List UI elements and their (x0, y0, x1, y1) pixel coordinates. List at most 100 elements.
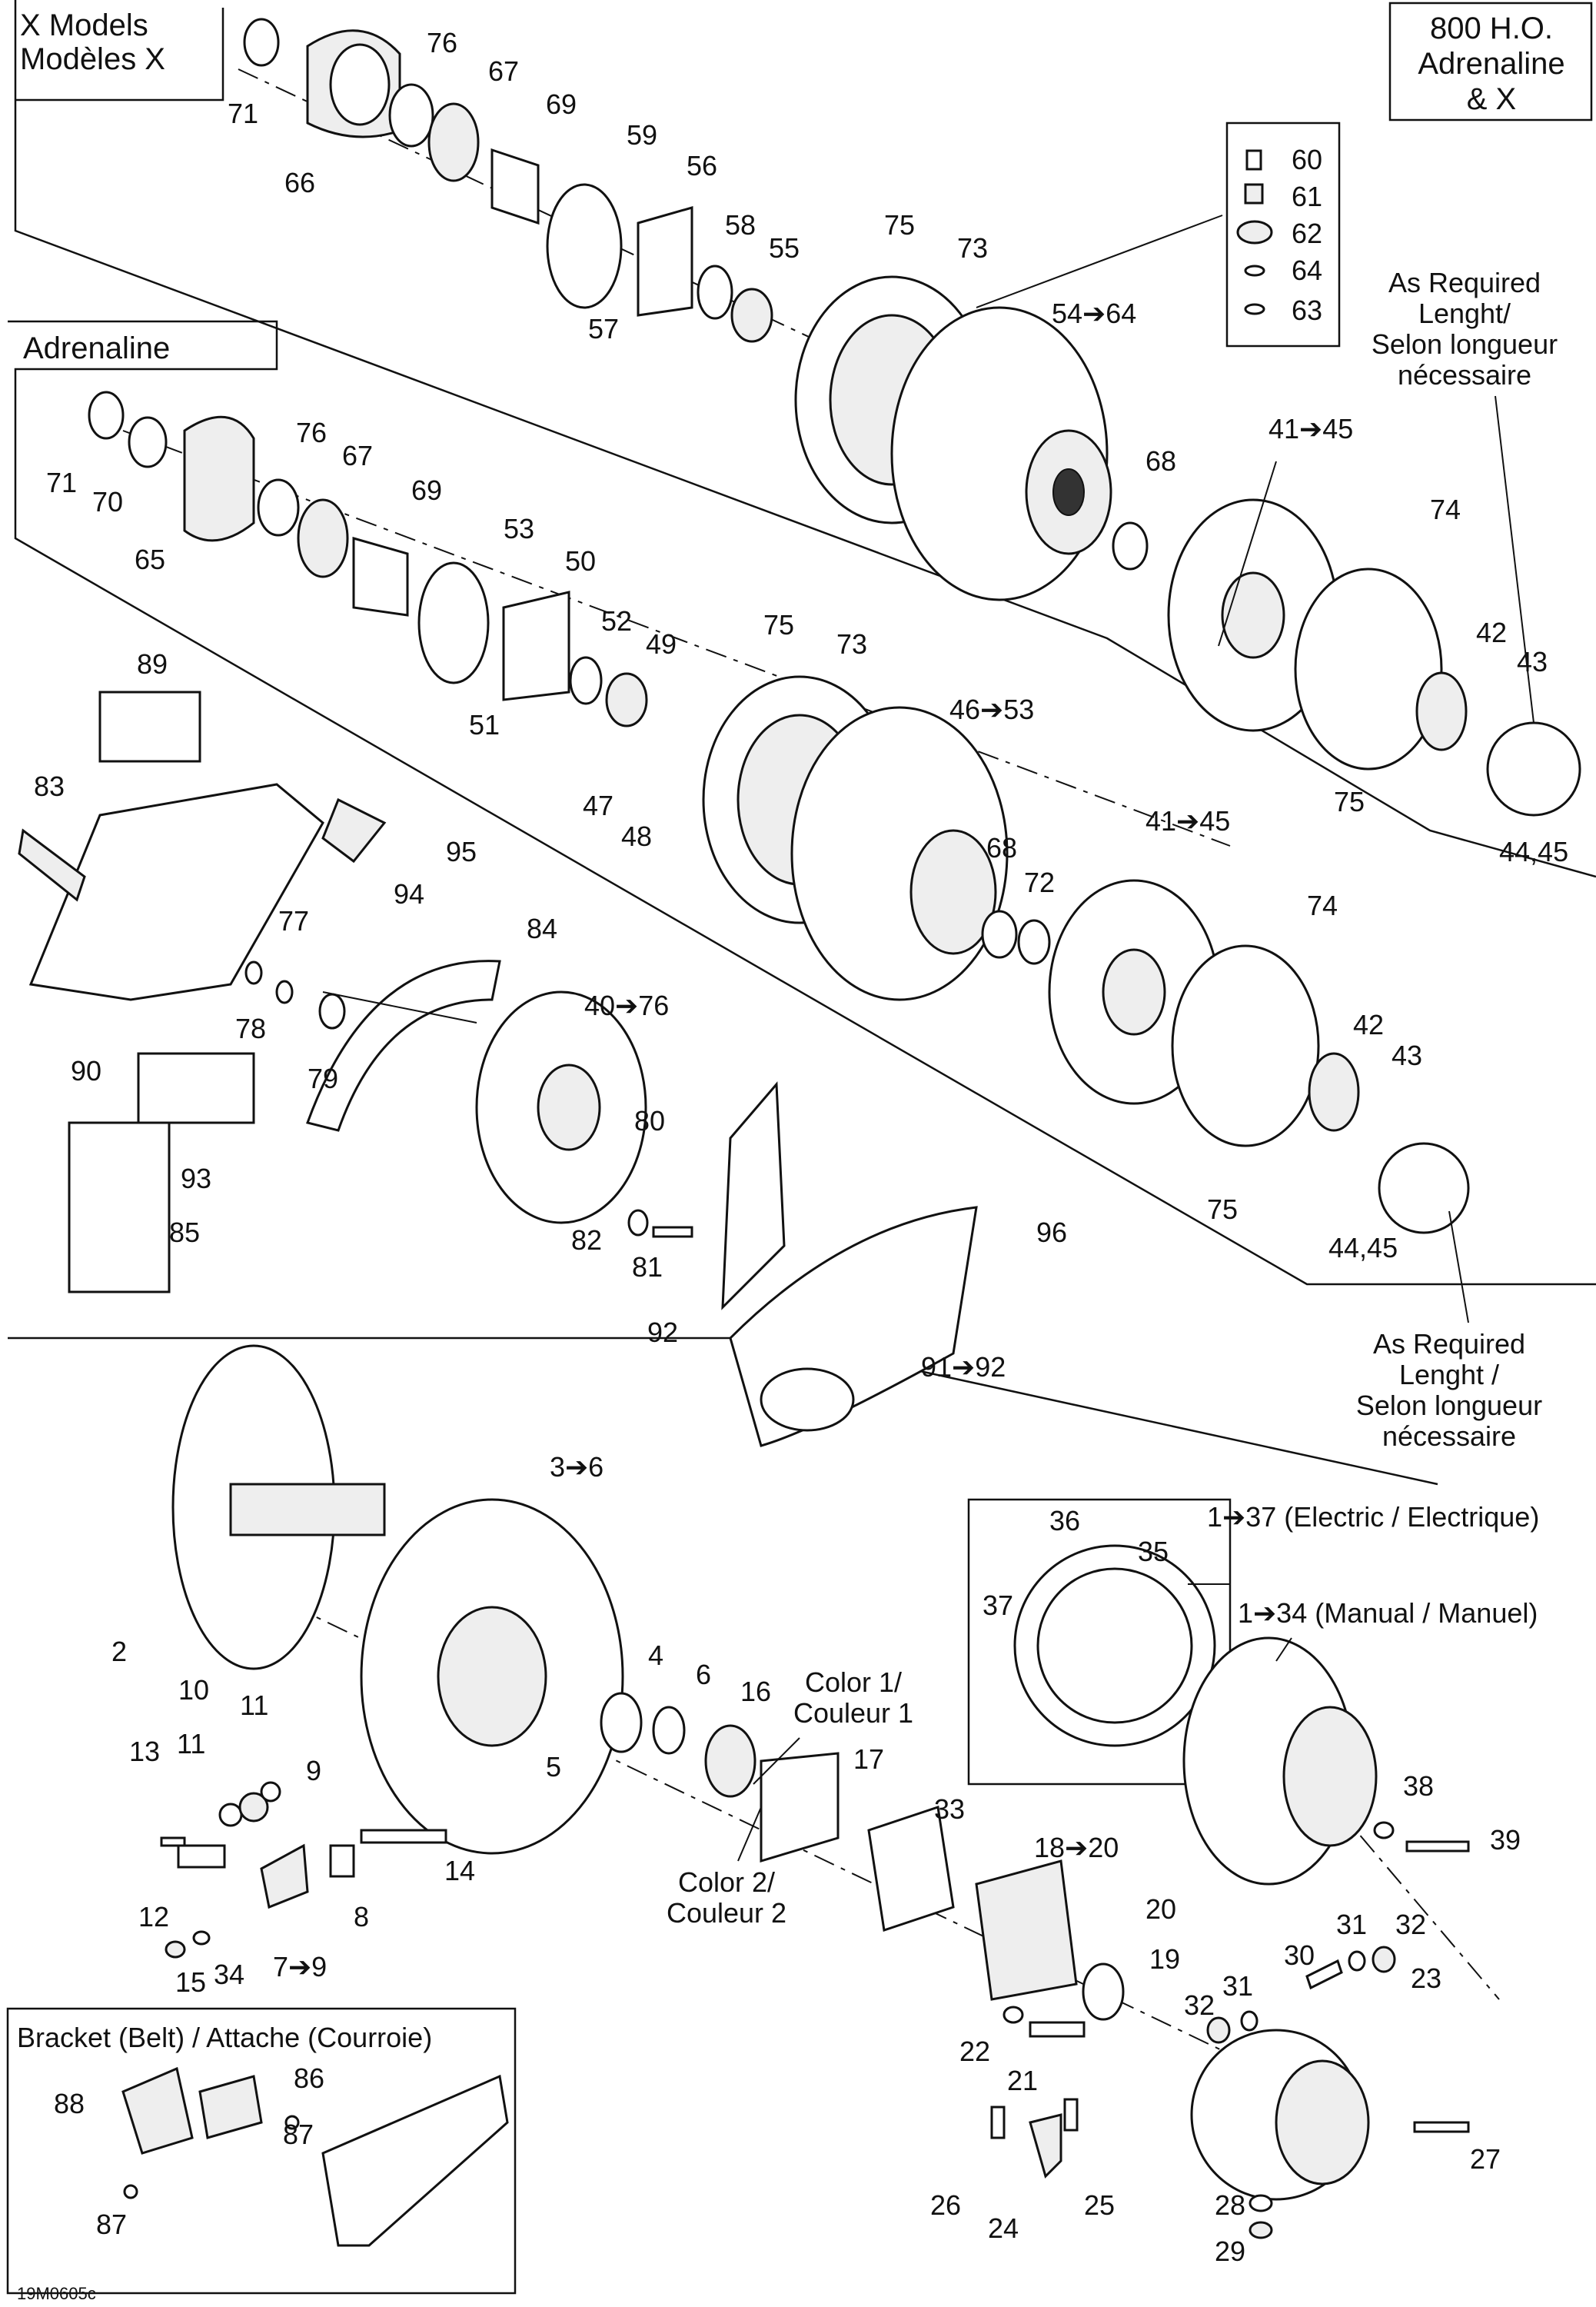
callout: 10 (178, 1674, 209, 1706)
callout: 89 (137, 648, 168, 680)
callout: 52 (601, 605, 632, 637)
callout: 3➔6 (550, 1451, 603, 1483)
callout: 86 (294, 2062, 324, 2094)
decal-85 (68, 1121, 171, 1293)
bushing-55 (730, 288, 773, 343)
x-models-drive-pulley (243, 18, 1112, 601)
clip-86 (198, 2075, 263, 2139)
note-line: nécessaire (1382, 1420, 1516, 1452)
callout: 79 (308, 1063, 338, 1094)
housing-23-face (1275, 2059, 1370, 2185)
model-line-3: & X (1467, 82, 1516, 116)
bushing-49 (605, 672, 648, 727)
callout: 31 (1222, 1970, 1253, 2002)
callout: 73 (836, 628, 867, 660)
nut-29 (1249, 2221, 1273, 2239)
callout: 22 (959, 2036, 990, 2067)
callout: 75 (884, 209, 915, 241)
callout: 8 (354, 1901, 369, 1932)
movable-hub-3 (437, 1606, 547, 1747)
callout: 69 (546, 88, 577, 120)
driven-hub-40 (537, 1064, 601, 1151)
bushing-8 (329, 1844, 355, 1878)
cover-74b (1171, 944, 1320, 1147)
note-line: Lenght/ (1418, 298, 1511, 329)
callout: 35 (1138, 1536, 1169, 1567)
bracket-88 (121, 2066, 194, 2155)
callout: 6 (696, 1659, 711, 1690)
callout: 50 (565, 545, 596, 577)
callout: 59 (627, 119, 657, 151)
callout: 81 (632, 1251, 663, 1283)
washer-79 (318, 993, 346, 1030)
callout: 80 (634, 1105, 665, 1137)
pin-12 (177, 1844, 226, 1869)
hub-46 (909, 829, 997, 955)
callout: 69 (411, 474, 442, 506)
callout: 64 (1292, 255, 1322, 286)
callout: 14 (444, 1855, 475, 1886)
x-models-frame (14, 0, 1596, 878)
callout: 55 (769, 232, 800, 264)
callout: 56 (687, 150, 717, 181)
washer-77 (244, 960, 263, 985)
decal-89 (98, 691, 201, 763)
washer-63 (1244, 303, 1265, 315)
callout: 32 (1184, 1989, 1215, 2021)
callout: 70 (92, 486, 123, 518)
callout: 90 (71, 1055, 101, 1087)
governor-18 (975, 1859, 1078, 2001)
nut-15 (165, 1940, 186, 1959)
callout: 53 (504, 513, 534, 544)
callout: 61 (1292, 181, 1322, 212)
spring-69b (352, 537, 409, 617)
sleeve-50 (502, 591, 570, 701)
heading-x-models: X Models (20, 8, 148, 42)
ring-59 (546, 183, 623, 309)
callout: 7➔9 (273, 1951, 327, 1982)
decal-93 (137, 1052, 255, 1124)
screw-26 (990, 2106, 1006, 2139)
callout: 51 (469, 709, 500, 741)
callout: 87 (283, 2119, 314, 2150)
bolt-60 (1245, 149, 1262, 171)
belt-84 (306, 960, 501, 1132)
callout: 44,45 (1328, 1232, 1398, 1263)
color1-line: Couleur 1 (793, 1697, 913, 1729)
drawing-code: 19M0605c (17, 2284, 96, 2303)
pin-13 (160, 1836, 186, 1847)
spider-65 (183, 415, 255, 542)
snap-ring-71b (88, 391, 125, 440)
guard-and-belt (18, 691, 978, 1447)
callout: 83 (34, 771, 65, 802)
callout: 31 (1336, 1909, 1367, 1940)
color2-line: Color 2/ (678, 1866, 775, 1898)
callout: 96 (1036, 1217, 1067, 1248)
callout: 17 (853, 1743, 884, 1775)
callout: 9 (306, 1755, 321, 1786)
roller-10 (238, 1792, 269, 1823)
callout: 21 (1007, 2065, 1038, 2096)
note-line: As Required (1388, 267, 1541, 298)
washer-38 (1373, 1821, 1395, 1839)
washer-31b (1348, 1950, 1366, 1972)
as-required-note-1: As Required Lenght/ Selon longueur néces… (1372, 267, 1558, 391)
callout: 58 (725, 209, 756, 241)
spider-bore (329, 43, 391, 126)
note-line: Selon longueur (1356, 1390, 1542, 1421)
section-frames (6, 0, 1596, 2295)
callout: 68 (986, 832, 1017, 864)
washer-22 (1002, 2006, 1024, 2024)
callout: 76 (296, 417, 327, 448)
callout: 54➔64 (1052, 298, 1136, 329)
washer-28 (1249, 2194, 1273, 2212)
callout: 73 (957, 232, 988, 264)
callout: 57 (588, 313, 619, 345)
heading-adrenaline: Adrenaline (23, 331, 170, 365)
callout: 87 (96, 2209, 127, 2240)
heading-modeles-x: Modèles X (20, 42, 165, 76)
nut-32a (1206, 2016, 1231, 2044)
spring-17 (760, 1752, 840, 1863)
callout: 15 (175, 1966, 206, 1998)
ring-72 (1017, 919, 1051, 965)
